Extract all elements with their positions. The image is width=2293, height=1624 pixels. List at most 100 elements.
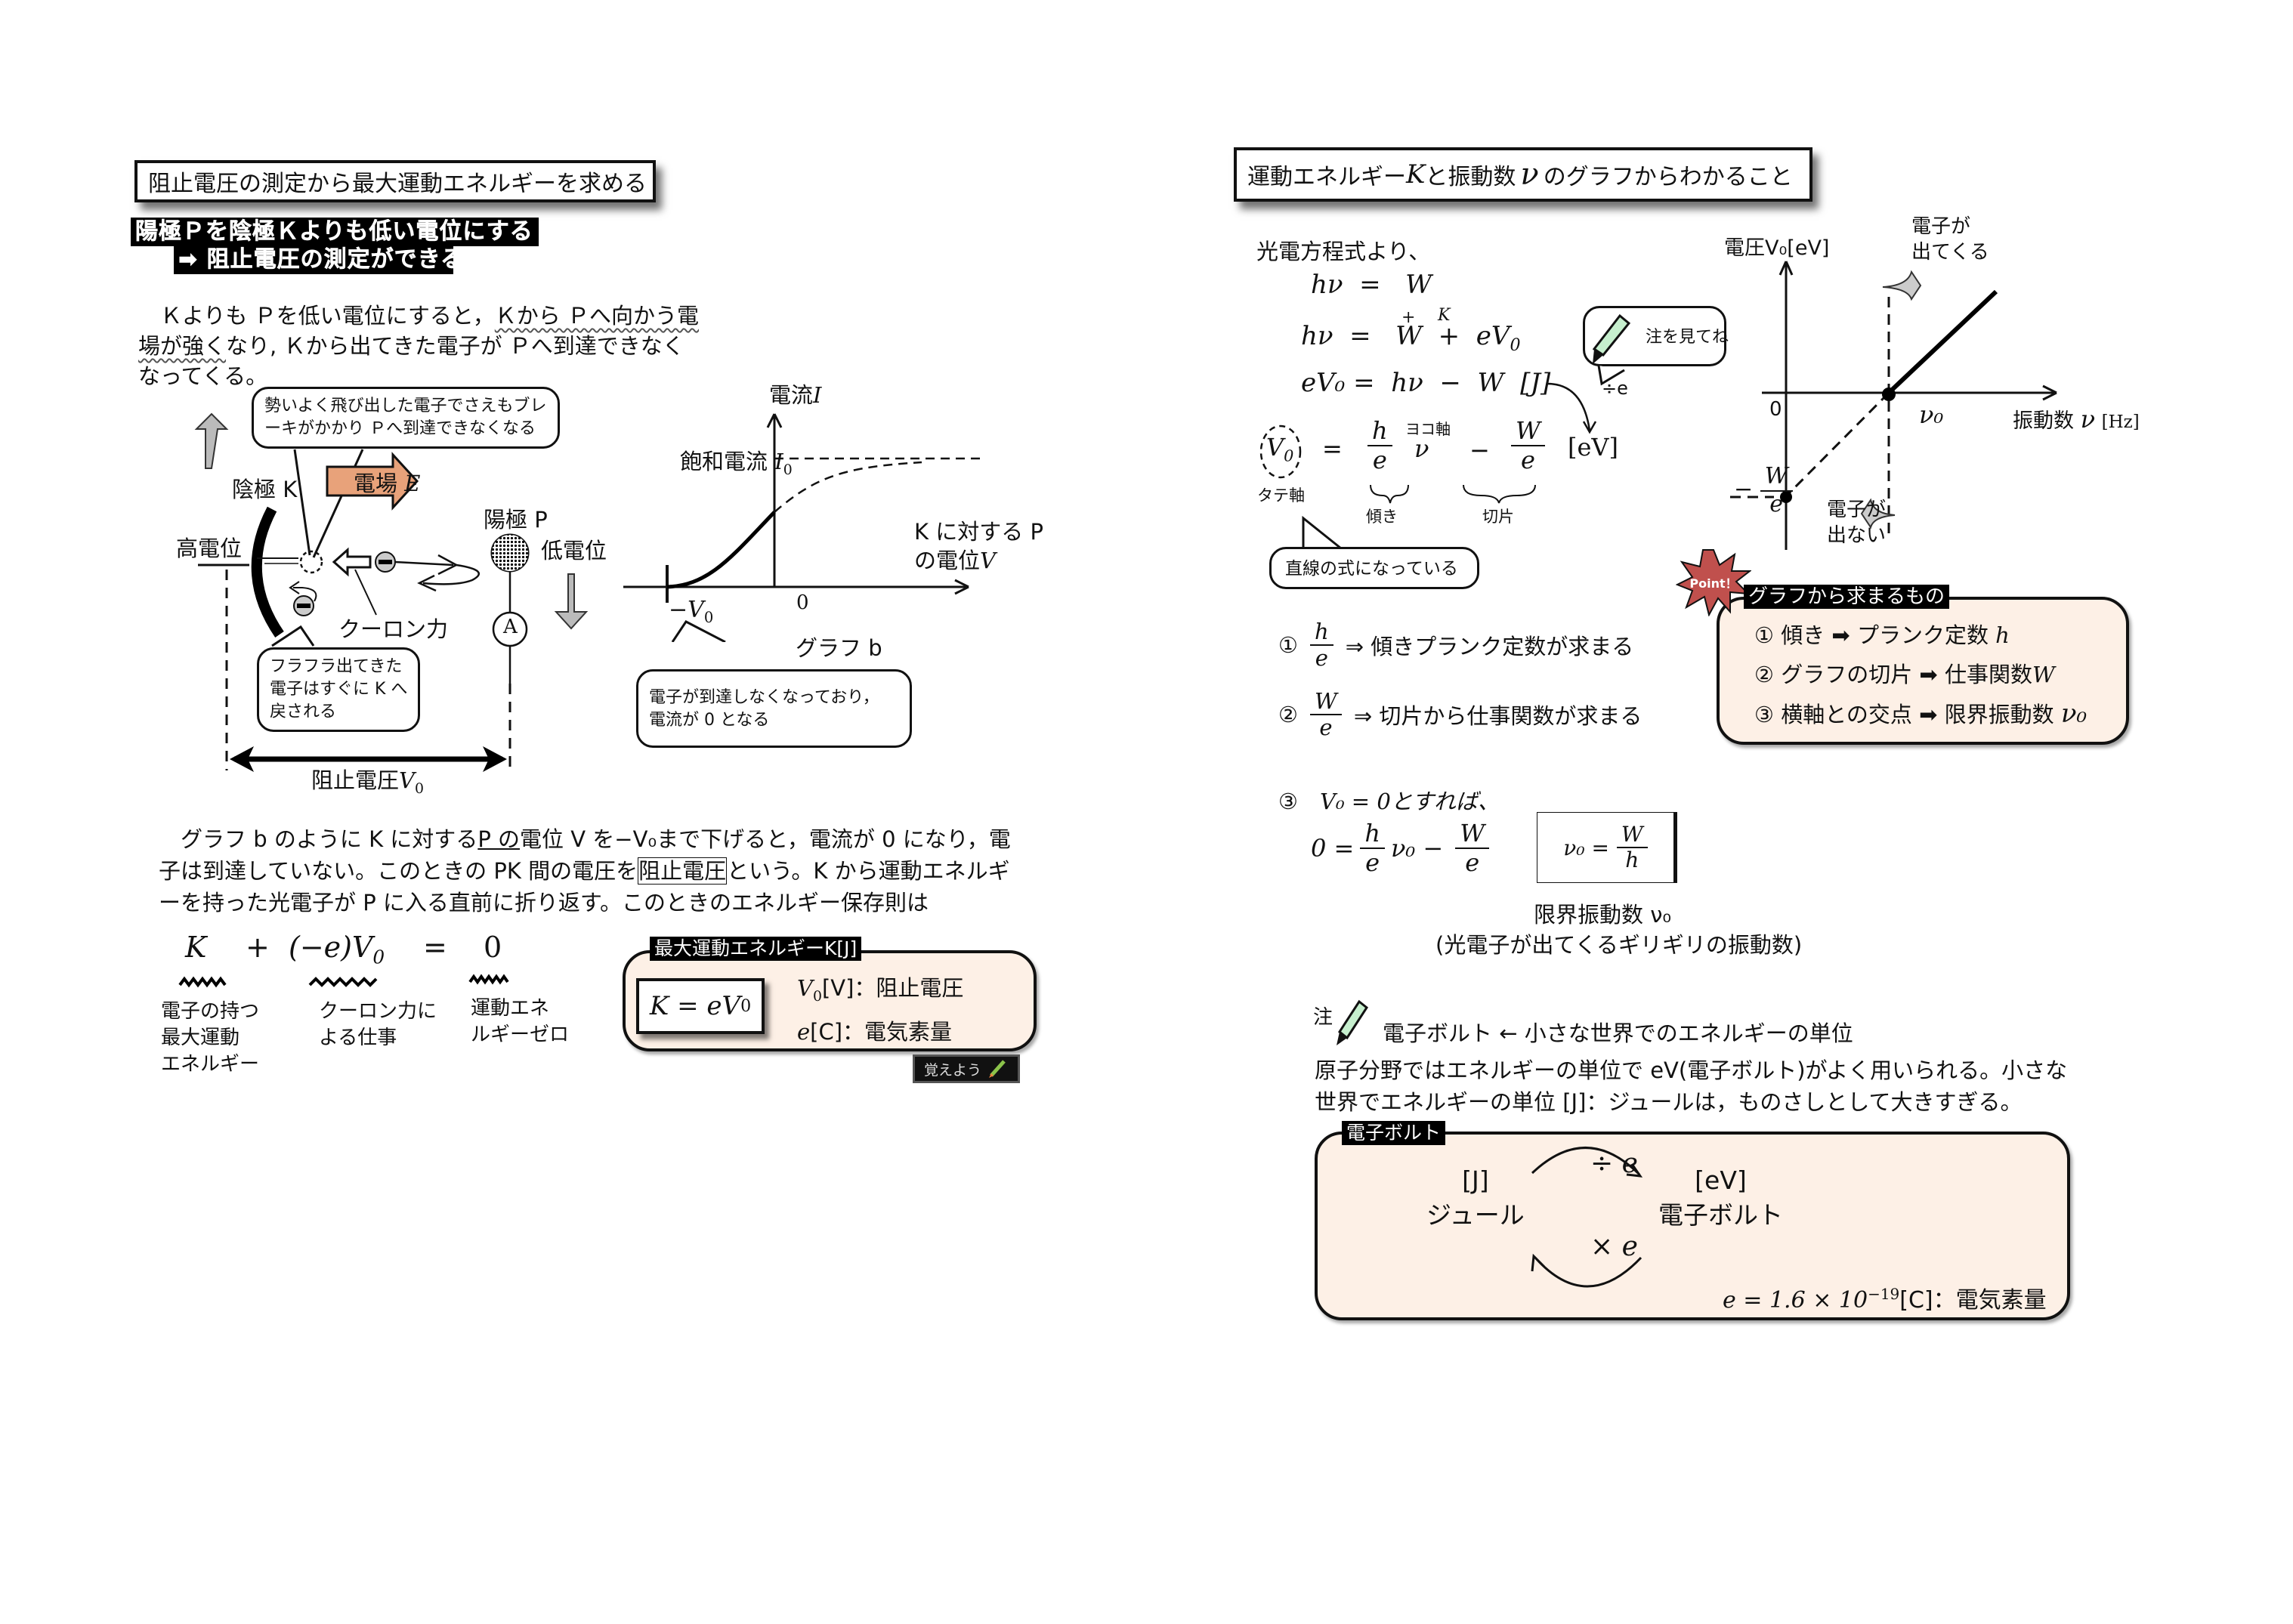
emitted-note: 電子が出てくる: [1911, 214, 1989, 265]
ev-unit-name: 電子ボルト: [1658, 1200, 1783, 1230]
line-eq-lhs: V0: [1266, 433, 1293, 465]
down-arrow-icon: [554, 573, 589, 630]
graph-b: [623, 413, 982, 642]
freq-axis-text: 振動数: [2013, 409, 2074, 433]
kmax-formula-sub: 0: [740, 996, 752, 1016]
item1-num: ①: [1278, 632, 1298, 659]
eq-term-work: (−e)V0: [289, 931, 385, 968]
lhs-sub: 0: [1284, 446, 1294, 465]
lhs-v: V: [1266, 433, 1284, 462]
x-label-line1: K に対する P: [914, 519, 1043, 545]
multiply-arrow-icon: [1531, 1253, 1642, 1288]
right-title-b: と振動数: [1425, 164, 1516, 190]
item1-text: ⇒ 傾きプランク定数が求まる: [1345, 634, 1634, 660]
key-point-band-1: 陽極Ｐを陰極Ｋよりも低い電位にする: [131, 218, 539, 246]
kinetic-line-solid: [1887, 289, 1998, 395]
constant-text: e = 1.6 × 10: [1723, 1287, 1868, 1314]
conversion-arrows: [1531, 1147, 1643, 1288]
x-label-symbol: V: [980, 548, 996, 573]
saturation-sub: 0: [783, 462, 793, 478]
not-emitted-note: 電子が出ない: [1827, 497, 1886, 548]
eq-term-zero: 0: [484, 931, 502, 964]
bubble-return-note: フラフラ出てきた 電子はすぐに K へ 戻される: [257, 647, 421, 732]
line-eq-nu: ν: [1414, 434, 1429, 463]
point-box: [1717, 597, 2129, 745]
note1-l2: 最大運動: [161, 1027, 240, 1049]
intercept-note: 切片: [1482, 508, 1514, 526]
right-arrow-icon: [1882, 270, 1922, 301]
threshold-freq-label: ν₀: [1919, 400, 1944, 429]
bubble-return-line1: フラフラ出てきた: [270, 657, 403, 676]
intercept-point: [1780, 491, 1792, 503]
item1-frac-num: h: [1310, 619, 1333, 647]
graph-b-y-label: 電流I: [769, 378, 821, 409]
ev-unit-symbol: [eV]: [1695, 1166, 1747, 1195]
up-arrow-icon: [194, 412, 229, 469]
line-eq-equals: =: [1322, 434, 1343, 463]
phototube-diagram: [194, 412, 589, 772]
eq2-text: hν = W + eV: [1301, 321, 1510, 351]
eq2-sub: 0: [1510, 335, 1521, 355]
bubble-zero-current: 電子が到達しなくなっており， 電流が 0 となる: [636, 669, 912, 748]
coulomb-force-label: クーロン力: [338, 616, 449, 642]
bubble-brake-line1: 勢いよく飛び出した電子でさえもブレ: [264, 397, 547, 415]
def1-text: [V]：阻止電圧: [821, 975, 964, 1001]
intro-line1a: Ｋよりも Ｐを低い電位にすると，: [138, 303, 495, 329]
joule-unit-name: ジュール: [1426, 1200, 1525, 1230]
saturation-text: 飽和電流: [680, 449, 768, 474]
intro-line1b: Ｋから Ｐへ向かう電: [494, 303, 699, 329]
point-row2-sym: W: [2032, 662, 2055, 687]
item2-frac-den: e: [1319, 715, 1333, 741]
boxed-lhs: ν₀ =: [1563, 835, 1609, 860]
note1-l1: 電子の持つ: [161, 1000, 260, 1023]
emitted-l2: 出てくる: [1911, 241, 1989, 264]
item2-text: ⇒ 切片から仕事関数が求まる: [1353, 703, 1642, 730]
ev-box-tag: 電子ボルト: [1342, 1121, 1446, 1145]
divide-label: ÷ e: [1590, 1148, 1638, 1179]
intercept-label-den: e: [1769, 490, 1783, 517]
electric-field-arrow-icon: [326, 452, 419, 511]
intercept-sign: −: [1734, 476, 1754, 503]
bubble-zero-line2: 電流が 0 となる: [649, 711, 770, 730]
point-burst-icon: Point！: [1676, 549, 1751, 616]
point-box-tag: グラフから求まるもの: [1744, 585, 1950, 609]
point-row3: ③ 横軸との交点 ➡ 限界振動数: [1754, 702, 2054, 727]
divide-arrow: [1547, 382, 1597, 434]
low-potential-label: 低電位: [541, 538, 607, 563]
eq2-over-k: K: [1438, 306, 1451, 325]
cathode-plate: [251, 506, 284, 638]
kmax-definitions: V0[V]：阻止電圧 e[C]：電気素量: [797, 971, 963, 1049]
linear-bubble-text: 直線の式になっている: [1285, 559, 1458, 579]
def1-sub: 0: [812, 988, 822, 1005]
stop-voltage-label: 阻止電圧V0: [311, 763, 424, 797]
right-title-a: 運動エネルギー: [1247, 164, 1406, 190]
high-potential-label: 高電位: [176, 536, 243, 561]
item3-lhs: 0 =: [1311, 833, 1355, 863]
note-p2: 世界でエネルギーの単位 [J]：ジュールは，ものさしとして大きすぎる。: [1315, 1089, 2023, 1115]
graph-b-x-label: K に対する P の電位V: [914, 517, 1043, 575]
right-title-c: のグラフからわかること: [1543, 164, 1793, 190]
eq-term-work-text: (−e)V: [289, 931, 373, 964]
joule-unit: [J] ジュール: [1426, 1163, 1525, 1233]
note-heading: 電子ボルト ← 小さな世界でのエネルギーの単位: [1383, 1020, 1853, 1046]
right-title-k: K: [1406, 159, 1426, 190]
bubble-return-line2: 電子はすぐに K へ: [270, 680, 408, 699]
eq-term-work-sub: 0: [372, 946, 385, 968]
equation-3: eV₀ = hν − W [J]: [1301, 368, 1551, 398]
para-l2a: 子は到達していない。このときの PK 間の電圧を: [159, 858, 638, 884]
slope-num: h: [1367, 417, 1392, 446]
right-title-nu: ν: [1520, 157, 1539, 192]
neg-v0-text: −V: [669, 597, 704, 623]
para-l2c: という。K から運動エネルギ: [727, 858, 1010, 884]
note-coulomb-work: クーロン力に よる仕事: [319, 999, 437, 1051]
point-row2: ② グラフの切片 ➡ 仕事関数: [1754, 662, 2032, 687]
bubble-brake-note: 勢いよく飛び出した電子でさえもブレ ーキがかかり Ｐへ到達できなくなる: [252, 387, 560, 449]
linear-equation-bubble: 直線の式になっている: [1269, 547, 1479, 589]
para-l2b-boxed: 阻止電圧: [638, 857, 728, 885]
note3-l2: ルギーゼロ: [471, 1023, 570, 1046]
